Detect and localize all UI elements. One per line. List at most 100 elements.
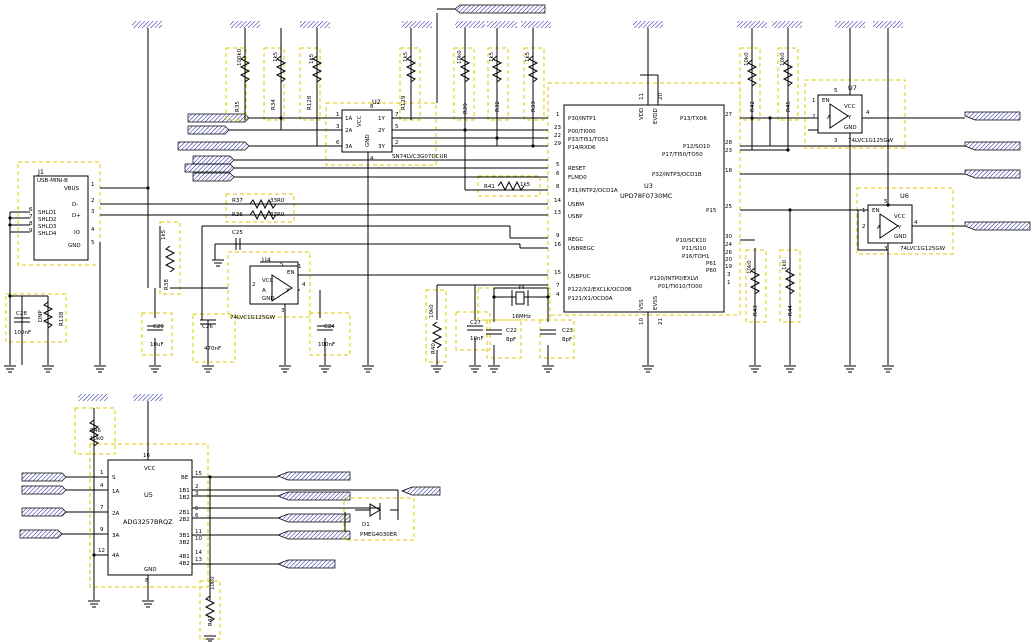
u3-pin-r3: P32/INTP3/OCD1B [652, 172, 702, 178]
u4-value: 74LVC1G125GW [230, 315, 276, 321]
c24-ref: C24 [324, 324, 335, 330]
r37-ref: R37 [232, 198, 243, 204]
c27-ref: C27 [470, 320, 481, 326]
u3-pin-vdd: VDD [639, 108, 645, 120]
r39-value: 10k0 [457, 50, 463, 64]
r39-ref: R39 [463, 103, 469, 114]
net-flag-top-5 [487, 21, 517, 28]
u7-value: 74LVC1G125GW [848, 138, 894, 144]
u7-num-2: 2 [812, 114, 816, 120]
u3-num-r6: 24 [725, 242, 732, 248]
u5-num-14: 14 [195, 550, 202, 556]
j1-pin-shld4: SHLD4 [38, 231, 57, 237]
net-flag-right-2 [964, 141, 1021, 151]
u5-pin-be: BE [181, 475, 189, 481]
u5-num-2: 2 [195, 484, 199, 490]
c22-ref: C22 [506, 328, 517, 334]
u3-num-r10: 3 [727, 272, 731, 278]
u5-num-7: 7 [100, 505, 104, 511]
c25-symbol [235, 238, 241, 250]
net-flag-top-4 [455, 21, 485, 28]
j1-pin-shld2: SHLD2 [38, 217, 56, 223]
u3-num-r11: 1 [727, 280, 731, 286]
r47-symbol [204, 595, 216, 623]
r36-symbol [249, 209, 277, 221]
u6-pin-a: A [877, 225, 881, 231]
net-flag-top-7 [633, 21, 663, 28]
j1-pin-vbus: VBUS [64, 186, 80, 192]
u3-num-r7: 26 [725, 250, 732, 256]
u5-pin-vcc: VCC [144, 466, 156, 472]
u3-num-r3: 18 [725, 168, 732, 174]
r47-ref: R47 [208, 615, 214, 626]
u4-num-2: 2 [252, 282, 256, 288]
r36-value: 33R0 [270, 212, 285, 218]
u2-num-8: 8 [370, 104, 374, 110]
r41-value: 1k5 [520, 182, 531, 188]
u5-pin-2b2: 2B2 [179, 517, 190, 523]
r46-ref: R46 [90, 428, 101, 434]
capacitors: C28 100nF C29 10uF C26 470nF C25 C24 100… [14, 230, 573, 352]
net-flag-vbus [132, 21, 162, 28]
u7-pin-en: EN [822, 98, 830, 104]
u3-num-l12: 7 [556, 283, 560, 289]
j1-ref: J1 [37, 168, 44, 176]
ic-u4: U4 74LVC1G125GW VCC EN A Y GND 5 1 2 4 3 [230, 256, 306, 321]
net-flag-u2-in2 [187, 125, 230, 135]
u3-num-l9: 9 [556, 233, 560, 239]
c23-ref: C23 [562, 328, 573, 334]
crystal-y4: Y4 16MHz [511, 285, 531, 320]
r45-ref: R45 [786, 101, 792, 112]
net-flag-u2-in3 [177, 141, 250, 151]
u2-pin-3a: 3A [345, 144, 352, 150]
u6-pin-en: EN [872, 208, 880, 214]
u5-pin-1b2: 1B2 [179, 495, 190, 501]
u3-pin-l12: P122/X2/EXCLK/OCD0B [568, 287, 632, 293]
r138-symbol [42, 301, 54, 329]
u2-pin-gnd: GND [365, 134, 371, 147]
r37-value: 33R0 [270, 198, 285, 204]
u6-num-5: 5 [884, 199, 888, 205]
u6-ref: U6 [900, 192, 909, 200]
u3-num-l13: 4 [556, 292, 560, 298]
c27-symbol [467, 325, 483, 331]
u6-num-2: 2 [862, 224, 866, 230]
net-flag-top-10 [835, 21, 865, 28]
u7-pin-vcc: VCC [844, 104, 856, 110]
u3-pin-evdd: EVDD [653, 108, 659, 124]
u5-value: ADG3257BRQZ [123, 518, 173, 526]
r35-symbol [239, 55, 251, 83]
u3-pin-r1: P12/SO10 [683, 144, 710, 150]
net-flag-right-1 [964, 111, 1021, 121]
u2-ref: U2 [372, 98, 381, 106]
d1-ref: D1 [362, 522, 370, 528]
u2-value: SN74LVC3G07DCUR [392, 154, 448, 160]
ic-u5: U5 ADG3257BRQZ S 1A 2A 3A 4A 1 4 7 9 12 … [98, 453, 202, 584]
ic-u7: U7 74LVC1G125GW EN VCC A Y GND 1 5 2 4 3 [812, 84, 894, 144]
u5-pin-1b1: 1B1 [179, 488, 190, 494]
u2-num-6: 6 [336, 140, 340, 146]
r44-symbol [784, 267, 796, 295]
u6-pin-vcc: VCC [894, 214, 906, 220]
u3-pin-r0: P13/TXD6 [680, 116, 708, 122]
c23-symbol [540, 329, 556, 335]
r36-ref: R36 [232, 212, 243, 218]
r40-ref: R40 [431, 343, 437, 354]
net-flag-top-2 [300, 21, 330, 28]
u5-pin-1a: 1A [112, 489, 119, 495]
u2-num-4: 4 [370, 156, 374, 162]
net-flag-bot-2 [133, 394, 163, 401]
u3-num-l3: 29 [554, 141, 561, 147]
r33-ref: R33 [531, 101, 537, 112]
u3-num-l4: 5 [556, 162, 560, 168]
y4-ref: Y4 [517, 285, 525, 291]
j1-pin-dplus: D+ [72, 213, 81, 219]
u3-left-nums: 1 23 22 29 5 6 8 14 13 9 16 15 7 4 [554, 112, 561, 298]
j1-pin-shld1: SHLD1 [38, 210, 56, 216]
u3-pin-r7: P16/TOH1 [682, 254, 710, 260]
u7-num-5: 5 [834, 88, 838, 94]
u5-num-8: 8 [145, 578, 149, 584]
net-flag-u5-2b [277, 513, 351, 523]
r32-value: 1k5 [489, 51, 495, 62]
